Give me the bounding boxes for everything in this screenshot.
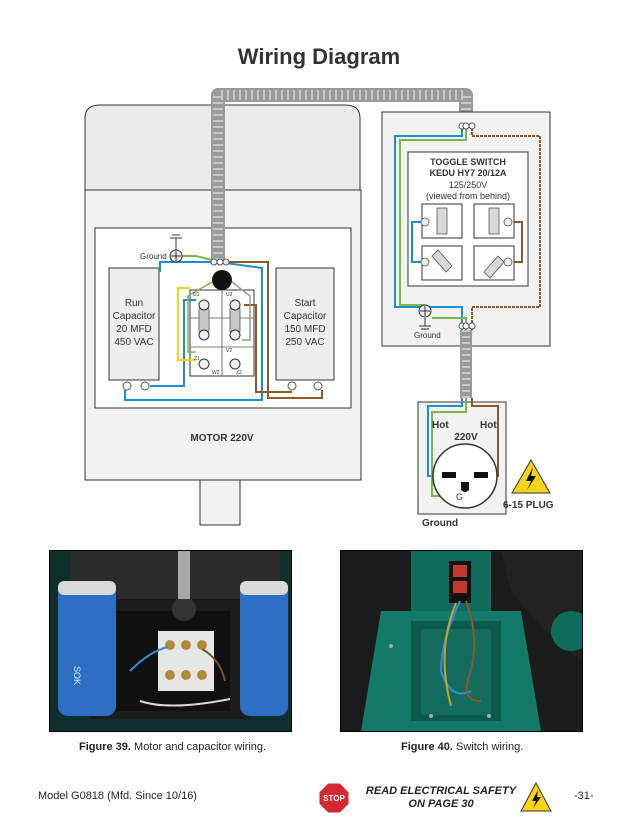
stop-sign-text: STOP	[323, 794, 345, 803]
safety-line-1: READ ELECTRICAL SAFETY	[365, 785, 517, 797]
motor-label: MOTOR 220V	[190, 433, 253, 444]
start-cap-line-2: Capacitor	[284, 311, 327, 322]
run-cap-line-4: 450 VAC	[114, 337, 153, 348]
page-title: Wiring Diagram	[237, 44, 401, 69]
plug-face	[432, 443, 498, 509]
footer-model: Model G0818 (Mfd. Since 10/16)	[38, 790, 197, 802]
run-cap-line-3: 20 MFD	[116, 324, 152, 335]
start-capacitor	[275, 267, 335, 381]
run-cap-line-1: Run	[125, 298, 143, 309]
motor-ground-label: Ground	[140, 252, 167, 261]
start-cap-line-1: Start	[294, 298, 315, 309]
terminal-label-u2: U2	[226, 292, 233, 298]
wire-brown-switch	[471, 128, 541, 330]
figure-40-text: Switch wiring.	[456, 741, 524, 753]
wire-blue-toggle	[411, 221, 425, 263]
plug-g-label: G	[456, 492, 463, 502]
safety-note: READ ELECTRICAL SAFETY ON PAGE 30	[356, 785, 526, 811]
terminal-label-z2: Z2	[236, 370, 242, 376]
figure-40-photo	[340, 550, 583, 732]
terminal-label-v2: V2	[226, 348, 232, 354]
wiring-diagram: Ground Run Capacitor 20 MFD 450 VAC Star…	[84, 88, 554, 529]
toggle-line-3: 125/250V	[449, 180, 488, 190]
terminal-label-z1: Z1	[194, 356, 200, 362]
wire-blue-switch	[394, 128, 463, 330]
figure-39-number: Figure 39.	[79, 741, 131, 753]
plug-type-label: 6-15 PLUG	[503, 500, 554, 511]
safety-line-2: ON PAGE 30	[408, 798, 474, 810]
centrifugal-switch	[212, 270, 232, 290]
figure-40-number: Figure 40.	[401, 741, 453, 753]
motor-shaft	[199, 479, 241, 526]
start-cap-line-4: 250 VAC	[285, 337, 324, 348]
figure-39-photo: SOK	[49, 550, 292, 732]
figure-39-caption: Figure 39. Motor and capacitor wiring.	[79, 741, 266, 753]
figure-39-text: Motor and capacitor wiring.	[134, 741, 267, 753]
wire-yellow-motor	[177, 287, 196, 361]
wire-brown-motor	[224, 261, 323, 399]
start-cap-line-3: 150 MFD	[284, 324, 325, 335]
terminal-label-u1: U1	[193, 292, 200, 298]
motor-capacitor-photo: SOK	[50, 551, 291, 731]
toggle-line-2: KEDU HY7 20/12A	[429, 168, 507, 178]
figure-40-caption: Figure 40. Switch wiring.	[401, 741, 523, 753]
wire-blue-motor	[159, 261, 214, 272]
toggle-line-4: (viewed from behind)	[426, 191, 510, 201]
plug-hot-right: Hot	[480, 420, 497, 431]
page-number: -31-	[574, 790, 594, 802]
terminal-label-w2: W2	[212, 370, 220, 376]
run-capacitor	[108, 267, 160, 381]
switch-photo	[341, 551, 582, 731]
run-cap-line-2: Capacitor	[113, 311, 156, 322]
plug-voltage: 220V	[454, 432, 478, 443]
plug-hot-left: Hot	[432, 420, 449, 431]
plug-ground-label: Ground	[422, 518, 458, 529]
switch-ground-label: Ground	[414, 331, 441, 340]
warning-icon-footer	[520, 782, 552, 812]
photo-capacitor-brand: SOK	[72, 666, 82, 685]
stop-sign-icon: STOP	[318, 782, 350, 814]
toggle-line-1: TOGGLE SWITCH	[430, 157, 506, 167]
wire-brown-toggle	[508, 221, 523, 263]
wire-green-switch	[399, 128, 467, 306]
